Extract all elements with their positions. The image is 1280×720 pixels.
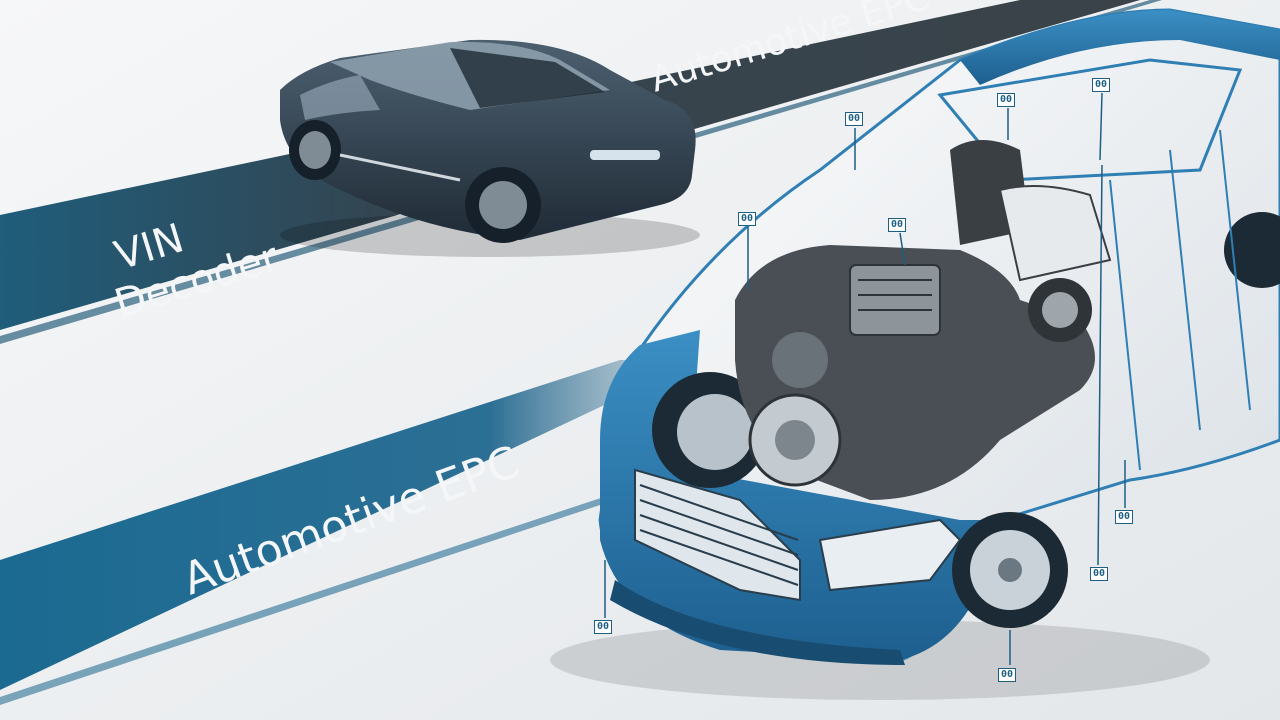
callout-label[interactable]: 00 — [1092, 78, 1111, 92]
callout-label[interactable]: 00 — [998, 668, 1017, 682]
callout-label[interactable]: 00 — [1115, 510, 1134, 524]
engine-icon — [735, 140, 1112, 500]
callout-label[interactable]: 00 — [738, 212, 757, 226]
callout-label[interactable]: 00 — [845, 112, 864, 126]
callout-label[interactable]: 00 — [1090, 567, 1109, 581]
callout-lines — [604, 92, 1126, 665]
callout-label[interactable]: 00 — [594, 620, 613, 634]
callout-label[interactable]: 00 — [888, 218, 907, 232]
sedan-car-icon — [280, 39, 700, 257]
automotive-epc-banner: Automotive EPC — [0, 360, 700, 705]
callout-label[interactable]: 00 — [997, 93, 1016, 107]
